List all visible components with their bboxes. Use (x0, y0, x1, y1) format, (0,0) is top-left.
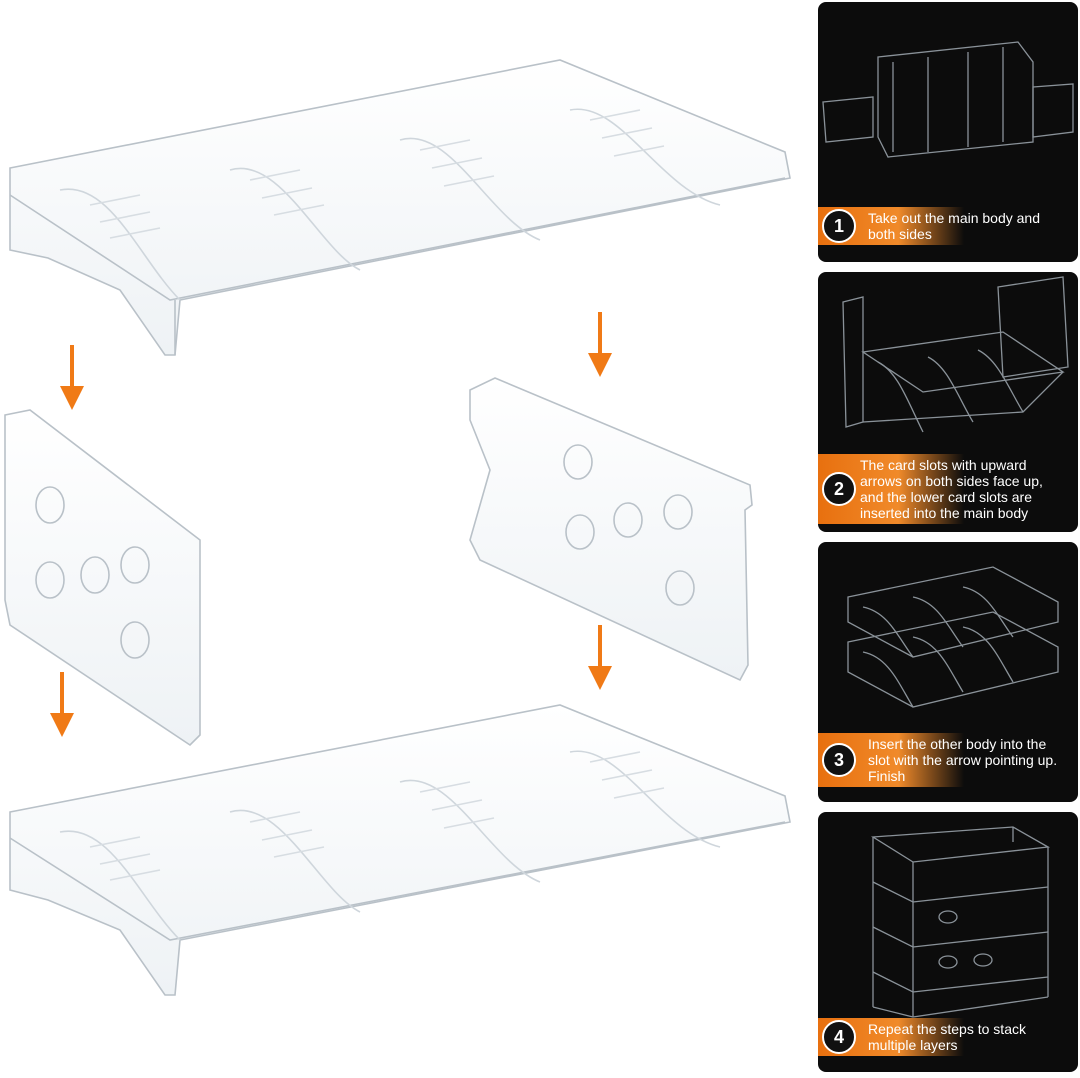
step-panel-4: 4 Repeat the steps to stack multiple lay… (818, 812, 1078, 1072)
step-1-photo (822, 41, 1074, 158)
step-2-text: The card slots with upward arrows on bot… (860, 457, 1043, 521)
right-side-panel (469, 377, 753, 682)
step-3-text: Insert the other body into the slot with… (868, 736, 1058, 784)
step-panel-1: 1 Take out the main body and both sides (818, 2, 1078, 262)
step-number-badge: 4 (822, 1020, 856, 1054)
step-2-photo (842, 276, 1069, 433)
step-1-text: Take out the main body and both sides (868, 210, 1041, 242)
bottom-tray (9, 704, 791, 996)
left-side-panel (4, 409, 201, 747)
top-tray (9, 59, 791, 356)
step-3-photo (847, 566, 1059, 708)
step-3-caption: 3 Insert the other body into the slot wi… (818, 733, 1070, 787)
step-4-caption: 4 Repeat the steps to stack multiple lay… (818, 1018, 1070, 1056)
assembly-diagram (4, 59, 791, 996)
step-1-caption: 1 Take out the main body and both sides (818, 207, 1070, 245)
step-4-text: Repeat the steps to stack multiple layer… (868, 1021, 1026, 1053)
arrow-icons (50, 312, 612, 737)
step-panel-2: 2 The card slots with upward arrows on b… (818, 272, 1078, 532)
step-panel-3: 3 Insert the other body into the slot wi… (818, 542, 1078, 802)
step-4-photo (870, 826, 1051, 1018)
step-number-badge: 1 (822, 209, 856, 243)
step-number-badge: 2 (822, 472, 856, 506)
step-2-caption: 2 The card slots with upward arrows on b… (818, 454, 1070, 524)
step-number-badge: 3 (822, 743, 856, 777)
